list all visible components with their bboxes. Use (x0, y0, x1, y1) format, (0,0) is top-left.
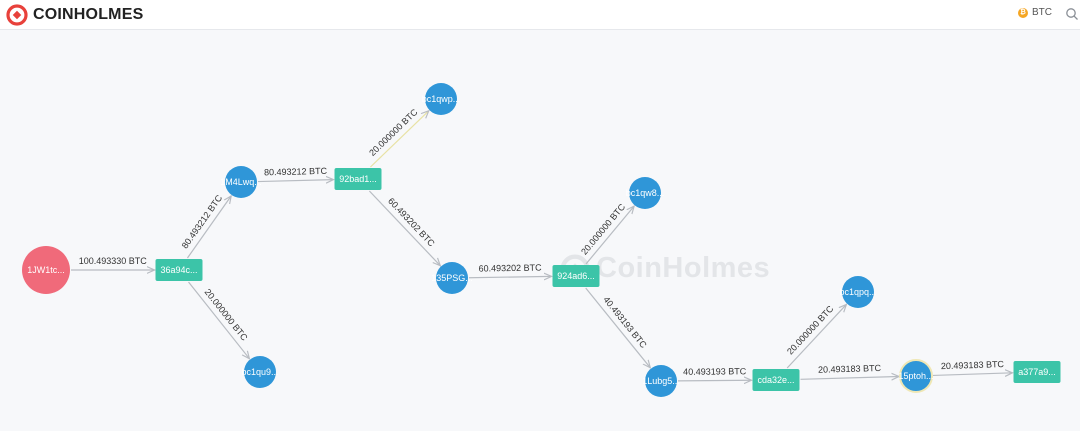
node-transaction-tx4[interactable]: cda32e... (752, 369, 800, 391)
edge-line (188, 281, 250, 359)
address-node-shape (629, 177, 661, 209)
brand-logo[interactable]: COINHOLMES (6, 3, 143, 27)
edge-tx4-a7[interactable]: 20.000000 BTC (785, 303, 846, 369)
address-node-shape (225, 166, 257, 198)
edge-src-tx1[interactable]: 100.493330 BTC (71, 256, 155, 270)
source-node-shape (22, 246, 70, 294)
edge-a8-tx5[interactable]: 20.493183 BTC (932, 359, 1013, 376)
node-transaction-tx3[interactable]: 924ad6... (552, 265, 600, 287)
bitcoin-icon: ₿ (1018, 7, 1028, 18)
node-transaction-tx5[interactable]: a377a9... (1013, 361, 1061, 383)
top-bar: COINHOLMES ₿ BTC (0, 0, 1080, 30)
node-label: bc1qpq... (839, 287, 876, 297)
node-address-a2[interactable]: bc1qu9... (241, 356, 279, 388)
nodes-layer: 1JW1tc... 36a94c... 1M4Lwq... bc1qu9... 92ba… (22, 83, 1061, 397)
edge-line (368, 190, 440, 266)
edge-line (370, 111, 428, 168)
edge-amount-label: 80.493212 BTC (264, 166, 328, 178)
edge-a4-tx3[interactable]: 60.493202 BTC (468, 263, 552, 278)
node-label: 1JW1tc... (27, 265, 65, 275)
edge-amount-label: 60.493202 BTC (386, 196, 437, 249)
currency-label: BTC (1032, 7, 1052, 18)
brand-name: COINHOLMES (33, 6, 144, 23)
edge-tx3-a6[interactable]: 40.493193 BTC (585, 287, 651, 368)
edge-amount-label: 20.000000 BTC (785, 303, 836, 356)
edge-tx1-a2[interactable]: 20.000000 BTC (188, 281, 250, 359)
edge-amount-label: 40.493193 BTC (601, 295, 649, 351)
edge-line (186, 196, 231, 259)
edge-amount-label: 60.493202 BTC (479, 263, 543, 274)
node-label: bc1qu9... (241, 367, 278, 377)
node-label: a377a9... (1018, 367, 1056, 377)
node-address-a4[interactable]: 135PSG... (431, 262, 473, 294)
address-node-shape (842, 276, 874, 308)
address-node-shape (899, 359, 933, 393)
node-label: bc1qwp... (422, 94, 461, 104)
address-node-shape (244, 356, 276, 388)
edge-tx2-a4[interactable]: 60.493202 BTC (368, 190, 440, 266)
node-label: 924ad6... (557, 271, 595, 281)
edge-line (786, 304, 846, 369)
edge-line (257, 180, 334, 182)
coinholmes-logo-icon (6, 4, 28, 26)
edge-a6-tx4[interactable]: 40.493193 BTC (677, 366, 752, 381)
edges-layer: 100.493330 BTC 80.493212 BTC 20.000000 BTC… (71, 107, 1013, 381)
node-address-a3[interactable]: bc1qwp... (422, 83, 461, 115)
edge-line (800, 376, 900, 379)
edge-line (585, 206, 634, 265)
currency-selector[interactable]: ₿ BTC (1018, 7, 1052, 18)
search-icon[interactable] (1065, 6, 1079, 22)
edge-tx3-a5[interactable]: 20.000000 BTC (579, 201, 634, 265)
address-node-shape (645, 365, 677, 397)
edge-a1-tx2[interactable]: 80.493212 BTC (257, 166, 334, 182)
edge-amount-label: 100.493330 BTC (79, 256, 148, 266)
edge-amount-label: 20.493183 BTC (941, 359, 1005, 371)
node-transaction-tx2[interactable]: 92bad1... (334, 168, 382, 190)
node-transaction-tx1[interactable]: 36a94c... (155, 259, 203, 281)
node-address-a7[interactable]: bc1qpq... (839, 276, 877, 308)
edge-tx2-a3[interactable]: 20.000000 BTC (367, 107, 429, 168)
edge-amount-label: 20.493183 BTC (818, 363, 882, 375)
edge-tx4-a8[interactable]: 20.493183 BTC (800, 363, 900, 379)
edge-amount-label: 40.493193 BTC (683, 366, 747, 377)
edge-line (468, 276, 552, 277)
edge-tx1-a1[interactable]: 80.493212 BTC (180, 193, 231, 259)
node-source-src[interactable]: 1JW1tc... (22, 246, 70, 294)
edge-line (677, 380, 752, 381)
node-label: 15ptoh... (898, 371, 933, 381)
edge-amount-label: 20.000000 BTC (367, 107, 420, 158)
address-node-shape (425, 83, 457, 115)
node-label: 1M4Lwq... (220, 177, 262, 187)
transaction-node-shape (155, 259, 203, 281)
edge-amount-label: 20.000000 BTC (579, 201, 627, 256)
node-label: 92bad1... (339, 174, 377, 184)
transaction-node-shape (334, 168, 382, 190)
transaction-node-shape (1013, 361, 1061, 383)
node-label: 1Lubg5... (642, 376, 680, 386)
edge-line (932, 373, 1013, 376)
node-address-a8[interactable]: 15ptoh... (898, 359, 934, 393)
node-label: bc1qw8... (626, 188, 665, 198)
node-address-a6[interactable]: 1Lubg5... (642, 365, 680, 397)
edge-amount-label: 20.000000 BTC (203, 287, 250, 343)
transaction-node-shape (552, 265, 600, 287)
address-node-shape (436, 262, 468, 294)
transaction-node-shape (752, 369, 800, 391)
node-label: cda32e... (757, 375, 794, 385)
node-label: 36a94c... (160, 265, 197, 275)
edge-line (585, 287, 651, 368)
node-address-a1[interactable]: 1M4Lwq... (220, 166, 262, 198)
node-label: 135PSG... (431, 273, 473, 283)
node-address-a5[interactable]: bc1qw8... (626, 177, 665, 209)
edge-amount-label: 80.493212 BTC (180, 193, 225, 251)
